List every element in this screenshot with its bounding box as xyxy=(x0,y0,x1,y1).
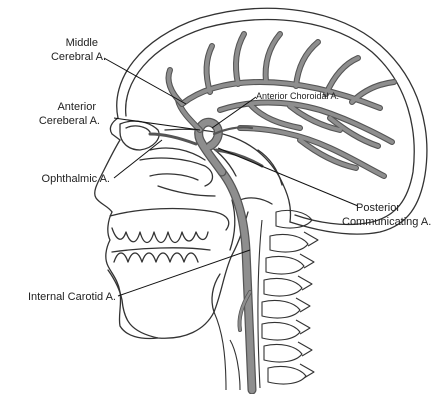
leader-internal-carotid xyxy=(118,250,250,296)
label-internal-carotid: Internal Carotid A. xyxy=(28,291,116,303)
labels-right: Anterior Choroidal A. Posterior Communic… xyxy=(256,91,431,228)
label-anterior-choroidal: Anterior Choroidal A. xyxy=(256,91,339,101)
label-middle-cerebral-line2: Cerebral A. xyxy=(51,51,106,63)
leader-ophthalmic xyxy=(114,140,162,178)
label-posterior-communicating-line1: Posterior xyxy=(356,202,400,214)
label-ophthalmic: Ophthalmic A. xyxy=(42,173,110,185)
cervical-spine xyxy=(214,210,318,390)
label-middle-cerebral-line1: Middle xyxy=(66,37,98,49)
label-anterior-cerebral-line1: Anterior xyxy=(57,101,96,113)
label-posterior-communicating-line2: Communicating A. xyxy=(342,216,431,228)
middle-cerebral-artery xyxy=(169,34,395,176)
label-anterior-cerebral-line2: Cereberal A. xyxy=(39,115,100,127)
labels: Middle Cerebral A. Anterior Cereberal A.… xyxy=(28,37,116,303)
ophthalmic-artery xyxy=(150,134,196,144)
